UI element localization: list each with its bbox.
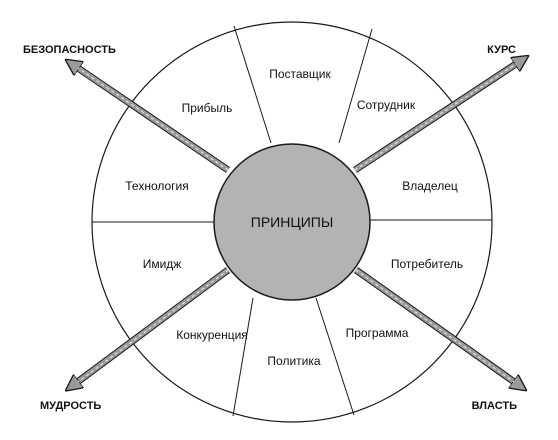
arrow-top-left	[72, 64, 230, 173]
segment-label: Программа	[346, 326, 409, 340]
axis-label-bottom-left: МУДРОСТЬ	[40, 400, 101, 412]
axis-label-top-left: БЕЗОПАСНОСТЬ	[23, 44, 116, 56]
arrow-bottom-left	[72, 267, 231, 386]
segment-labels: Поставщик Сотрудник Владелец Потребитель…	[125, 67, 463, 368]
divider-line	[233, 25, 272, 144]
segment-label: Имидж	[143, 257, 182, 271]
segment-label: Потребитель	[391, 257, 463, 271]
segment-label: Технология	[125, 179, 189, 193]
axis-label-bottom-right: ВЛАСТЬ	[472, 400, 517, 412]
axis-arrows	[72, 60, 522, 386]
segment-label: Прибыль	[182, 101, 233, 115]
arrow-bottom-right	[353, 267, 520, 386]
segment-label: Конкуренция	[176, 328, 248, 342]
divider-line	[232, 297, 254, 417]
segment-dividers	[92, 25, 492, 417]
segment-label: Сотрудник	[357, 98, 416, 112]
segment-label: Политика	[267, 354, 320, 368]
center-label: ПРИНЦИПЫ	[251, 214, 333, 230]
segment-label: Владелец	[402, 179, 458, 193]
segment-label: Поставщик	[269, 67, 331, 81]
center-circle	[213, 143, 371, 301]
axis-label-top-right: КУРС	[487, 44, 516, 56]
divider-line	[338, 28, 373, 144]
arrow-top-right	[353, 60, 522, 173]
divider-line	[315, 297, 355, 416]
axis-labels: БЕЗОПАСНОСТЬ КУРС МУДРОСТЬ ВЛАСТЬ	[23, 44, 517, 412]
